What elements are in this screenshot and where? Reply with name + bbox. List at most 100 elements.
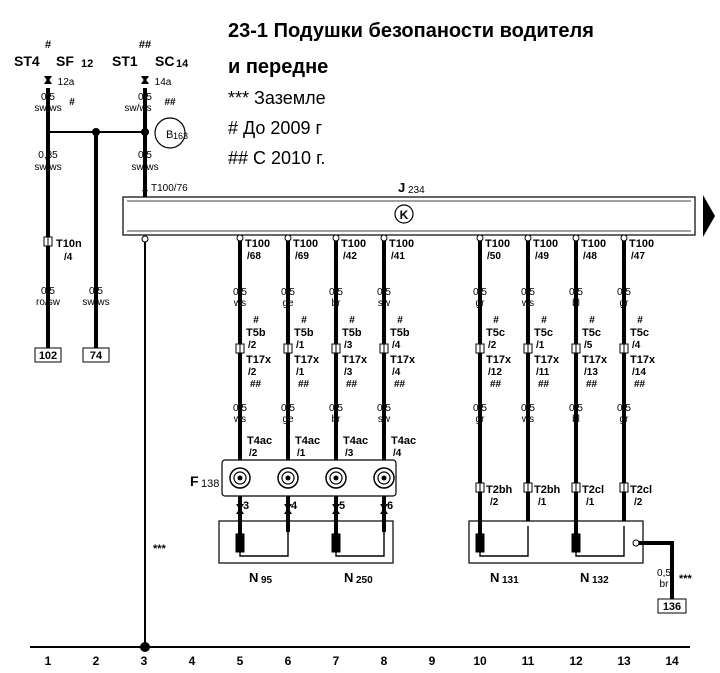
wire-a-conn: T5b bbox=[390, 327, 410, 339]
wire-t100-pin: /47 bbox=[631, 251, 645, 262]
n131-name: N bbox=[490, 570, 499, 585]
ground-mark: *** bbox=[679, 573, 693, 585]
grid-number: 8 bbox=[381, 654, 388, 668]
fuse-labels: # ST4 SF 12 ## ST1 SC 14 bbox=[14, 39, 189, 70]
wire-color: br bbox=[332, 298, 342, 309]
note-ground: *** Заземле bbox=[228, 88, 326, 108]
wire-mark-1: # bbox=[541, 315, 547, 326]
fuse-sx-num-2: 14 bbox=[176, 58, 189, 70]
wire-mark-2: ## bbox=[634, 379, 646, 390]
b-num: 163 bbox=[173, 131, 188, 141]
left-wire-labels: 12a 14a 0,5 sw/ws # 0,5 sw/ws ## 0,35 sw… bbox=[34, 77, 176, 308]
wire-t100-pin: /68 bbox=[247, 251, 261, 262]
wire-color: gr bbox=[620, 298, 630, 309]
wire-a-pin: /2 bbox=[248, 340, 257, 351]
w3-mid-color: sw/ws bbox=[131, 162, 158, 173]
wire-t100-pin: /69 bbox=[295, 251, 309, 262]
wire-f-pin: /2 bbox=[634, 497, 643, 508]
n131-num: 131 bbox=[502, 575, 519, 586]
f138-name: F bbox=[190, 473, 199, 489]
w2-bot-size: 0,5 bbox=[89, 286, 103, 297]
t10n-connector: T10n /4 bbox=[43, 236, 82, 263]
wire-b-conn: T17x bbox=[582, 354, 608, 366]
component-labels: N 95 N 250 N 131 N 132 bbox=[249, 570, 609, 586]
wire-size: 0,5 bbox=[617, 287, 631, 298]
n95-num: 95 bbox=[261, 575, 273, 586]
fuse-mark-1: # bbox=[45, 39, 51, 51]
n250-num: 250 bbox=[356, 575, 373, 586]
w2-bot-color: sw/ws bbox=[82, 297, 109, 308]
module-symbol: K bbox=[400, 208, 409, 222]
w1-bot-color: ro/sw bbox=[36, 297, 61, 308]
w3-conn: T100/76 bbox=[151, 183, 188, 194]
wire-t100-label: T100 bbox=[293, 238, 318, 250]
wire-color-2: sw bbox=[378, 414, 391, 425]
wire-a-pin: /1 bbox=[296, 340, 305, 351]
w1-size: 0,5 bbox=[41, 92, 55, 103]
wire-f-pin: /4 bbox=[393, 448, 402, 459]
wire-a-conn: T5c bbox=[582, 327, 601, 339]
component-boxes bbox=[218, 520, 644, 564]
grid-number: 13 bbox=[617, 654, 631, 668]
wire-size: 0,5 bbox=[473, 287, 487, 298]
wire-f-conn: T4ac bbox=[391, 435, 416, 447]
wire-mark-2: ## bbox=[538, 379, 550, 390]
n250-name: N bbox=[344, 570, 353, 585]
wire-size: 0,5 bbox=[281, 287, 295, 298]
wire-size: 0,5 bbox=[233, 287, 247, 298]
wire-b-conn: T17x bbox=[342, 354, 368, 366]
wire-b-pin: /3 bbox=[344, 367, 353, 378]
wire-mark-1: # bbox=[253, 315, 259, 326]
wire-pin-num: 5 bbox=[339, 500, 345, 512]
wire-a-pin: /5 bbox=[584, 340, 593, 351]
module-arrow-icon bbox=[703, 195, 715, 237]
wire-b-conn: T17x bbox=[390, 354, 416, 366]
wire-t100-label: T100 bbox=[341, 238, 366, 250]
wire-t100-label: T100 bbox=[485, 238, 510, 250]
w1-mark: # bbox=[69, 97, 75, 108]
t10n-pin: /4 bbox=[64, 252, 73, 263]
fuse-sx-2: SC bbox=[155, 53, 174, 69]
wire-mark-1: # bbox=[637, 315, 643, 326]
t10n-name: T10n bbox=[56, 238, 82, 250]
grid-number: 14 bbox=[665, 654, 679, 668]
wire-pin-num: 4 bbox=[291, 500, 298, 512]
wire-mark-2: ## bbox=[394, 379, 406, 390]
wire-b-pin: /2 bbox=[248, 367, 257, 378]
fuse-st-1: ST4 bbox=[14, 53, 40, 69]
wire-f-pin: /1 bbox=[586, 497, 595, 508]
wire-f-conn: T4ac bbox=[343, 435, 368, 447]
k-symbol-icon bbox=[394, 204, 414, 224]
component-internal bbox=[235, 521, 625, 557]
wire-f-pin: /1 bbox=[297, 448, 306, 459]
wire-color: sw bbox=[378, 298, 391, 309]
wire-color-2: ws bbox=[233, 414, 246, 425]
wire-size-2: 0,5 bbox=[329, 403, 343, 414]
fuse-sx-num-1: 12 bbox=[81, 58, 93, 70]
wire-size-2: 0,5 bbox=[233, 403, 247, 414]
wire-f-pin: /3 bbox=[345, 448, 354, 459]
module-num: 234 bbox=[408, 185, 425, 196]
wire-f-conn: T2bh bbox=[534, 484, 561, 496]
page-title: 23-1 Подушки безопаности водителя bbox=[228, 20, 594, 42]
wire-mark-2: ## bbox=[346, 379, 358, 390]
f138-clockspring: F 138 bbox=[190, 459, 397, 497]
wire-t100-label: T100 bbox=[629, 238, 654, 250]
wire-mark-2: ## bbox=[250, 379, 262, 390]
module-j234: K bbox=[122, 195, 715, 243]
wire-mark-2: ## bbox=[298, 379, 310, 390]
grid-number: 11 bbox=[522, 654, 535, 668]
fuse-pin-2: 14a bbox=[155, 77, 172, 88]
junctions bbox=[92, 128, 150, 652]
crop-mask-1 bbox=[358, 52, 698, 84]
f138-num: 138 bbox=[201, 478, 219, 490]
ground-size: 0,5 bbox=[657, 568, 671, 579]
wire-f-pin: /2 bbox=[249, 448, 258, 459]
ref-102: 102 bbox=[39, 350, 57, 362]
